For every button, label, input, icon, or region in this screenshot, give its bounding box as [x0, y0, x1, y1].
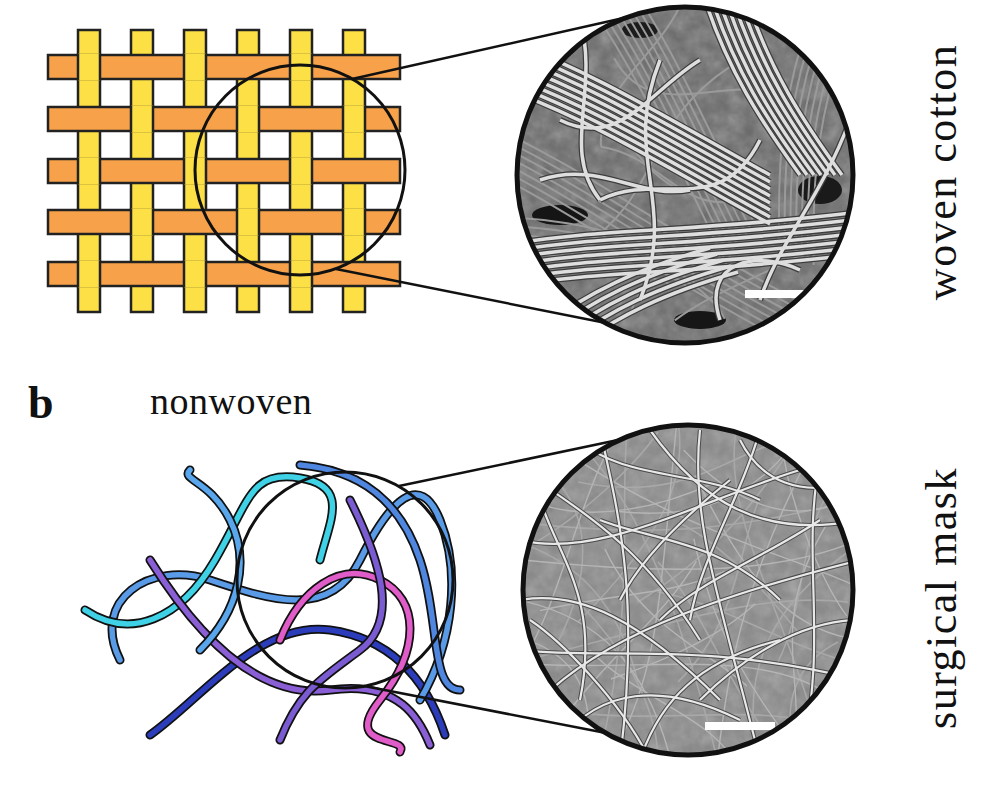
- nonwoven-illustration: [85, 465, 460, 752]
- panel-heading: nonwoven: [150, 382, 312, 420]
- weave-crossings: [78, 54, 365, 288]
- scale-bar: [705, 722, 775, 730]
- sample-caption: woven cotton: [920, 44, 964, 300]
- sem-micrograph: [432, 0, 929, 426]
- panel-letter: b: [28, 380, 54, 426]
- woven-illustration: [48, 30, 400, 312]
- sample-caption: surgical mask: [920, 467, 964, 729]
- sem-micrograph: [472, 371, 904, 791]
- sem-frame: [517, 7, 853, 343]
- weft-threads: [48, 55, 400, 286]
- sem-frame: [523, 425, 853, 755]
